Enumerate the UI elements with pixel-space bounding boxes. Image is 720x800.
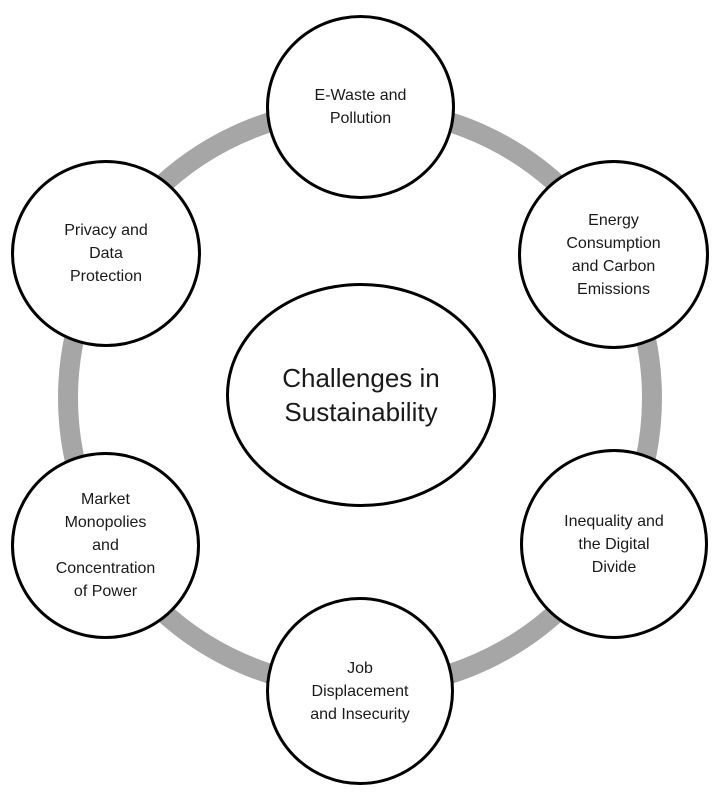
challenge-label-privacy: Privacy and Data Protection (64, 222, 148, 285)
challenge-node-job-displacement: Job Displacement and Insecurity (266, 597, 454, 785)
challenge-node-market-monopolies: Market Monopolies and Concentration of P… (11, 452, 200, 639)
central-topic-label: Challenges in Sustainability (282, 363, 440, 427)
challenge-label-inequality: Inequality and the Digital Divide (564, 512, 664, 576)
central-topic-circle: Challenges in Sustainability (226, 283, 496, 507)
challenge-label-energy: Energy Consumption and Carbon Emissions (566, 211, 661, 298)
challenge-node-privacy: Privacy and Data Protection (11, 160, 201, 347)
challenge-node-energy: Energy Consumption and Carbon Emissions (518, 160, 709, 349)
challenge-node-ewaste: E-Waste and Pollution (266, 15, 455, 199)
challenge-node-inequality: Inequality and the Digital Divide (520, 449, 708, 639)
challenge-label-ewaste: E-Waste and Pollution (314, 87, 407, 127)
challenge-label-job-displacement: Job Displacement and Insecurity (310, 659, 410, 723)
challenge-label-market-monopolies: Market Monopolies and Concentration of P… (55, 491, 156, 600)
